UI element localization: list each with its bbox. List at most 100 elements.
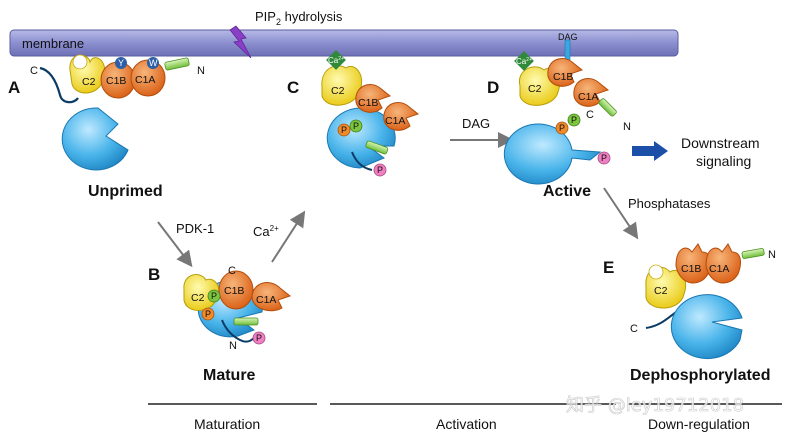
panel-label-b: B [148,265,160,284]
pip2-hydrolysis-label: PIP2 hydrolysis [255,9,343,27]
panel-b-mature: B C2 C1B C C1A P P N P Mature [148,265,292,384]
pseudosubstrate-d [598,98,617,117]
c2-label-b: C2 [191,292,205,304]
phospho-pink-c [373,163,387,177]
phospho-orange-label-b: P [205,309,211,319]
linker-b [221,319,257,343]
c1b-domain-b [218,270,254,310]
c2-label-e: C2 [654,285,668,297]
phosphatases-label: Phosphatases [628,196,711,211]
c1b-label-b: C1B [224,285,244,297]
phospho-orange-label-c: P [341,125,347,135]
c2-domain-b [183,274,220,311]
panel-label-e: E [603,258,614,277]
n-terminus-label-d: N [623,121,631,133]
panel-e-dephosphorylated: E C2 C1B C1A N C Dephosphorylated [603,243,776,384]
phospho-orange-label-d: P [559,123,565,133]
c2-label-d: C2 [528,83,542,95]
dag-lipid [564,39,571,61]
calcium-diamond-c [326,50,346,70]
membrane-bar [9,29,679,57]
linker-a [39,66,79,104]
trp-label-a: W [149,58,158,68]
pdk1-label: PDK-1 [176,221,214,236]
phospho-pink-label-b: P [256,333,262,343]
downstream-signal-arrow [632,141,668,161]
n-terminus-label-e: N [768,249,776,261]
stage-label-maturation: Maturation [194,416,260,432]
phospho-green-label-d: P [571,115,577,125]
tyr-residue-a [115,57,127,69]
pseudosubstrate-c [365,140,389,155]
c1a-label-a: C1A [135,74,155,86]
phospho-orange-d [555,121,569,135]
arrow-calcium [271,210,306,263]
linker-c [351,151,373,171]
n-terminus-label-b: N [229,340,237,352]
phospho-pink-b [252,331,266,345]
phospho-pink-label-d: P [601,153,607,163]
stage-label-downregulation: Down-regulation [648,416,750,432]
c1a-domain-b [251,282,292,312]
c1a-domain-e [705,243,741,284]
state-label-unprimed: Unprimed [88,183,163,200]
kinase-domain-e [670,294,743,360]
state-label-mature: Mature [203,367,256,384]
c-terminus-label-d: C [586,109,594,121]
lightning-icon [229,25,252,59]
calcium-label-c: Ca2+ [328,56,344,65]
arrow-phosphatases [603,187,639,240]
c-terminus-label-b: C [228,265,236,277]
c-terminus-label-e: C [630,323,638,335]
c1a-domain-d [573,78,610,107]
c1a-label-c: C1A [385,115,405,127]
pseudosubstrate-b [233,317,259,326]
panel-label-c: C [287,78,299,97]
phospho-green-d [567,113,581,127]
kinase-domain-c [326,107,396,169]
calcium-label: Ca2+ [253,224,279,239]
panel-label-a: A [8,78,20,97]
panel-label-d: D [487,78,499,97]
c1b-label-a: C1B [106,75,126,87]
c1b-domain-d [547,58,584,87]
c1b-domain-c [355,84,392,113]
c1a-label-e: C1A [709,263,729,275]
state-label-active: Active [543,183,591,200]
phospho-orange-c [337,123,351,137]
panel-a-unprimed: A C C2 C1B C1A Y W N Unprimed [8,54,205,200]
phospho-green-b [207,289,221,303]
c1a-label-b: C1A [256,294,276,306]
kinase-domain-d [503,123,602,185]
watermark: 知乎 @ley19712018 [566,395,744,416]
downstream-label-1: Downstream [681,135,760,151]
c1b-label-d: C1B [553,71,573,83]
phospho-green-label-b: P [211,291,217,301]
panel-c: C C2 Ca2+ C1B C1A P P P [287,50,420,177]
trp-residue-a [147,57,159,69]
c2-pocket-e [648,264,664,280]
c1a-domain-c [383,102,420,131]
dag-arrow-label: DAG [462,116,490,131]
c1a-label-d: C1A [578,91,598,103]
pseudosubstrate-e [741,248,765,259]
panel-d-active: D C2 Ca2+ DAG C1B C1A N C P P P Active [487,32,631,200]
phospho-orange-b [201,307,215,321]
kinase-domain-a [61,107,129,171]
tyr-label-a: Y [118,58,124,68]
arrow-pdk1 [157,221,193,268]
pseudosubstrate-a [164,57,190,71]
phospho-pink-d [597,151,611,165]
phospho-green-label-c: P [353,121,359,131]
c2-pocket-a [72,54,88,70]
c-terminus-label-a: C [30,65,38,77]
c2-domain-c [321,65,362,106]
c2-label-c: C2 [331,85,345,97]
phospho-pink-label-c: P [377,165,383,175]
phospho-green-c [349,119,363,133]
membrane-label: membrane [22,36,84,51]
c1b-label-e: C1B [681,263,701,275]
calcium-label-d: Ca2+ [516,57,532,66]
